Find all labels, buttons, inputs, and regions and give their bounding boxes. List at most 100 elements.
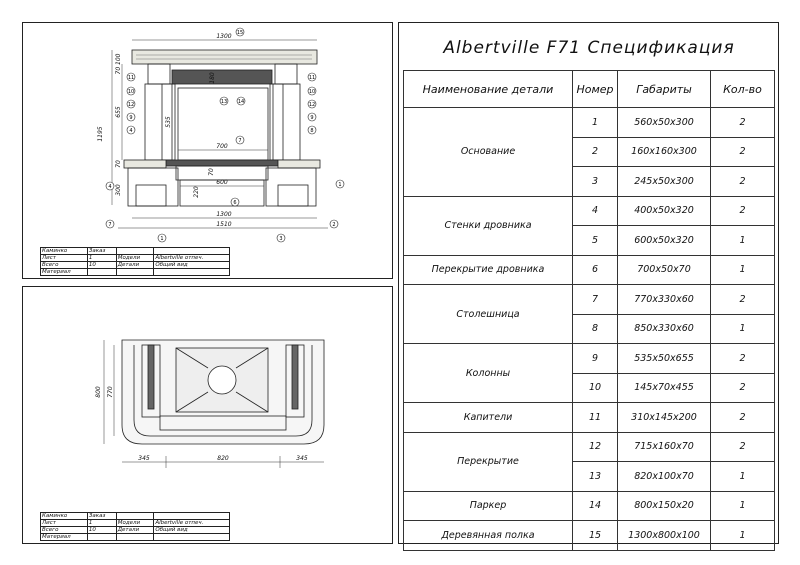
spec-part-dims: 145x70x455	[617, 372, 711, 403]
spec-part-dims: 850x330x60	[617, 313, 711, 344]
spec-part-number: 3	[572, 166, 618, 197]
spec-part-name: Паркер	[403, 490, 573, 521]
spec-part-dims: 535x50x655	[617, 343, 711, 374]
dim-height-total: 1195	[97, 126, 104, 141]
dim-col-height: 655	[115, 106, 122, 118]
callout-number: 10	[309, 89, 315, 95]
spec-part-dims: 820x100x70	[617, 461, 711, 492]
spec-part-number: 12	[572, 431, 618, 462]
spec-part-qty: 2	[710, 136, 775, 167]
spec-part-qty: 1	[710, 520, 775, 551]
spec-part-number: 5	[572, 225, 618, 256]
spec-part-dims: 245x50x300	[617, 166, 711, 197]
spec-part-qty: 2	[710, 195, 775, 226]
spec-part-dims: 800x150x20	[617, 490, 711, 521]
callout-number: 7	[238, 138, 241, 144]
spec-part-qty: 2	[710, 431, 775, 462]
spec-part-number: 15	[572, 520, 618, 551]
front-view-sheet	[22, 22, 393, 279]
spec-part-dims: 700x50x70	[617, 254, 711, 285]
callout-number: 2	[332, 222, 335, 228]
spec-part-number: 11	[572, 402, 618, 433]
spec-part-name: Столешница	[403, 284, 573, 344]
dim-535: 535	[165, 116, 172, 128]
plan-dim-right: 345	[296, 455, 308, 462]
spec-part-number: 10	[572, 372, 618, 403]
spec-part-qty: 1	[710, 490, 775, 521]
spec-part-number: 8	[572, 313, 618, 344]
spec-part-qty: 2	[710, 284, 775, 315]
callout-number: 9	[129, 115, 132, 121]
spec-part-name: Деревянная полка	[403, 520, 573, 551]
spec-header-name: Наименование детали	[403, 70, 573, 108]
dim-top-width: 1300	[216, 33, 231, 40]
spec-part-name: Стенки дровника	[403, 195, 573, 256]
spec-part-name: Основание	[403, 107, 573, 197]
plan-view-sheet	[22, 286, 393, 544]
spec-part-qty: 2	[710, 166, 775, 197]
plan-dim-middle: 820	[217, 455, 229, 462]
callout-number: 4	[108, 184, 111, 190]
plan-dim-depth-inner: 770	[107, 386, 114, 398]
spec-part-number: 2	[572, 136, 618, 167]
callout-number: 12	[309, 102, 315, 108]
spec-title: Albertville F71 Спецификация	[443, 38, 735, 58]
spec-part-number: 9	[572, 343, 618, 374]
spec-part-dims: 600x50x320	[617, 225, 711, 256]
spec-part-name: Колонны	[403, 343, 573, 403]
callout-number: 11	[309, 75, 315, 81]
spec-part-number: 7	[572, 284, 618, 315]
callout-number: 13	[221, 99, 227, 105]
spec-part-dims: 400x50x320	[617, 195, 711, 226]
callout-number: 10	[128, 89, 134, 95]
dim-70-100: 70 100	[115, 53, 122, 74]
spec-header-number: Номер	[572, 70, 618, 108]
dim-overall-width: 1510	[216, 221, 231, 228]
plan-dim-depth: 800	[95, 386, 102, 398]
dim-220: 220	[193, 186, 200, 198]
spec-part-name: Капители	[403, 402, 573, 433]
spec-part-dims: 715x160x70	[617, 431, 711, 462]
callout-number: 8	[310, 128, 313, 134]
callout-number: 1	[160, 236, 163, 242]
spec-part-qty: 1	[710, 254, 775, 285]
spec-part-dims: 770x330x60	[617, 284, 711, 315]
dim-70: 70	[115, 160, 122, 168]
spec-header-qty: Кол-во	[710, 70, 775, 108]
front-view-drawing: 1300 1300 1510 700 600 1195 655 70 100 7…	[97, 27, 345, 243]
callout-number: 12	[128, 102, 134, 108]
spec-part-qty: 2	[710, 343, 775, 374]
spec-part-qty: 1	[710, 225, 775, 256]
callout-number: 3	[279, 236, 282, 242]
spec-part-number: 13	[572, 461, 618, 492]
dim-inner-width: 700	[216, 143, 228, 150]
spec-part-qty: 2	[710, 107, 775, 138]
spec-part-number: 6	[572, 254, 618, 285]
callout-number: 1	[338, 182, 341, 188]
spec-part-qty: 1	[710, 313, 775, 344]
callout-number: 4	[129, 128, 132, 134]
plan-view-drawing: 345 820 345 800 770	[95, 339, 325, 468]
spec-part-qty: 2	[710, 372, 775, 403]
dim-base-width: 1300	[216, 211, 231, 218]
dim-lower-width: 600	[216, 179, 228, 186]
callout-number: 14	[238, 99, 244, 105]
spec-part-dims: 160x160x300	[617, 136, 711, 167]
spec-part-dims: 310x145x200	[617, 402, 711, 433]
dim-70b: 70	[208, 168, 215, 176]
callout-number: 11	[128, 75, 134, 81]
